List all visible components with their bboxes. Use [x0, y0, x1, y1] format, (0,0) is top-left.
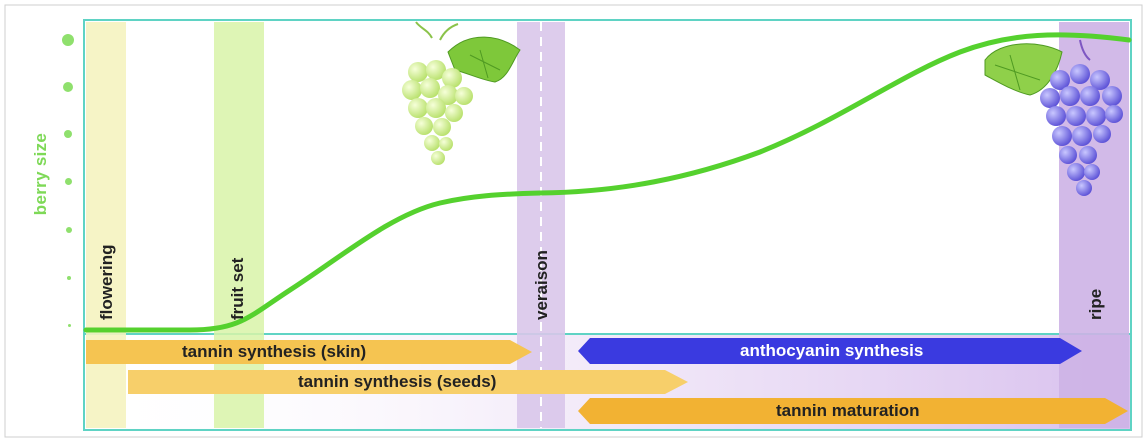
stage-label-ripe: ripe	[1086, 289, 1106, 320]
process-label-tannin-seeds: tannin synthesis (seeds)	[298, 372, 496, 392]
y-axis-dot	[62, 34, 74, 46]
stage-label-veraison: veraison	[532, 250, 552, 320]
stage-label-flowering: flowering	[97, 244, 117, 320]
stage-label-fruit-set: fruit set	[228, 258, 248, 320]
y-axis-dot	[65, 178, 72, 185]
y-axis-dot	[67, 276, 71, 280]
flowering-band	[86, 22, 126, 428]
y-axis-label: berry size	[31, 129, 51, 219]
process-label-anthocyanin: anthocyanin synthesis	[740, 341, 923, 361]
y-axis-dot	[63, 82, 73, 92]
y-axis-dot	[64, 130, 72, 138]
process-label-tannin-maturation: tannin maturation	[776, 401, 920, 421]
fruit-set-band	[214, 22, 264, 428]
y-axis-dot	[68, 324, 71, 327]
process-label-tannin-skin: tannin synthesis (skin)	[182, 342, 366, 362]
y-axis-dot	[66, 227, 72, 233]
